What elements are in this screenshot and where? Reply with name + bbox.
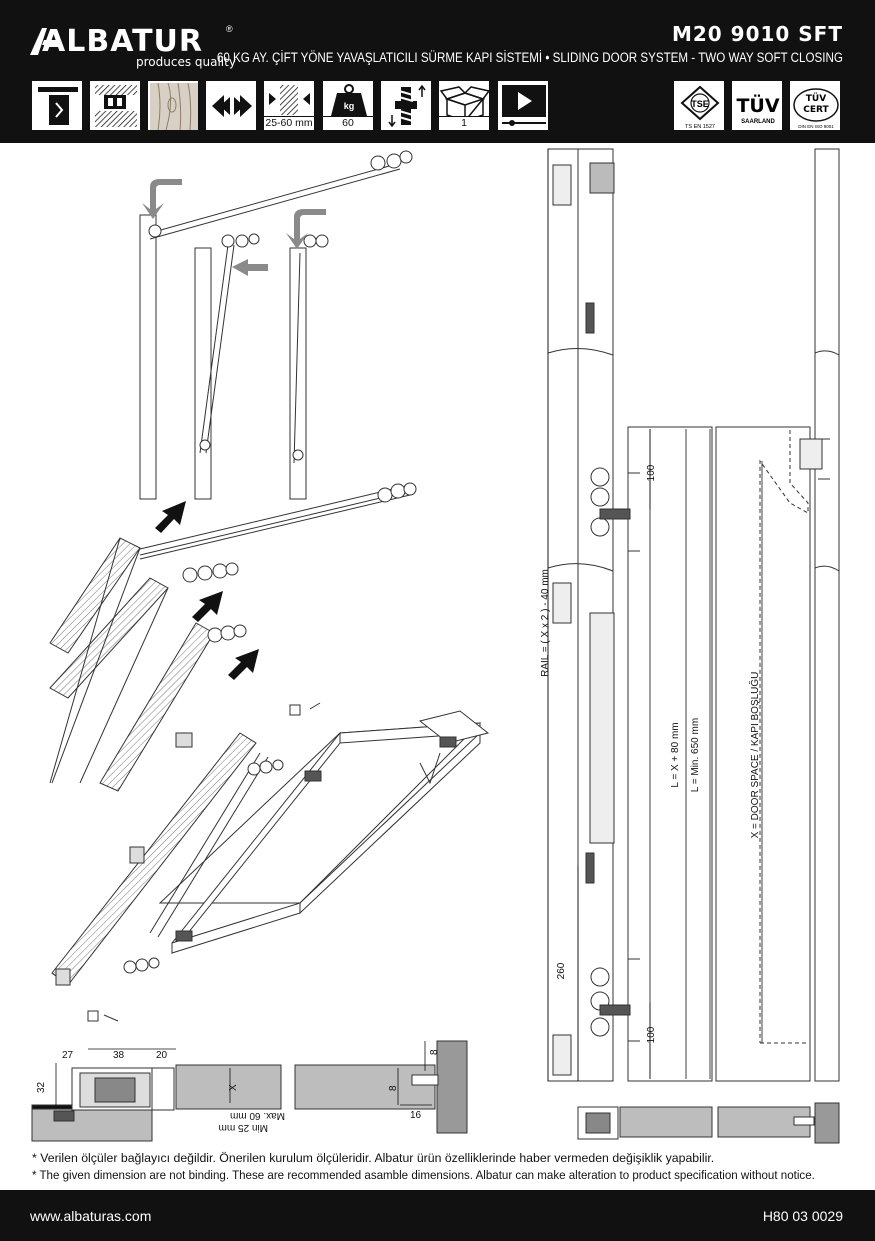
header-bar: ALBATUR ® produces quality M20 9010 SFT … — [0, 0, 875, 143]
wood-door-icon — [147, 80, 199, 131]
dim-32: 32 — [36, 1081, 47, 1093]
section-dimensions — [55, 1041, 432, 1108]
dim-max-60: Max. 60 mm — [230, 1110, 285, 1121]
tse-standard: TS EN 1527 — [685, 124, 715, 130]
dim-100-top: 100 — [646, 464, 657, 481]
door-thickness-icon: 25-60 mm — [263, 80, 315, 131]
dim-8-door: 8 — [388, 1085, 399, 1091]
package-count-label: 1 — [439, 116, 489, 130]
cross-section-detail — [31, 1040, 468, 1142]
note-english: * The given dimension are not binding. T… — [32, 1168, 815, 1182]
elevation-dimensions — [547, 149, 763, 1081]
screw-icon — [289, 702, 321, 716]
saarland-text: SAARLAND — [741, 119, 775, 125]
dim-100-bottom: 100 — [646, 1026, 657, 1043]
technical-drawing: 27 38 20 32 X 8 8 16 Max. 60 mm Min 25 m… — [0, 143, 875, 1148]
wall-section-detail — [577, 1102, 840, 1144]
screw-icon — [87, 1010, 119, 1022]
cert-text: CERT — [803, 105, 829, 115]
roller-carriage-icon — [182, 562, 239, 583]
dim-8-wall: 8 — [429, 1049, 440, 1055]
dim-260: 260 — [556, 962, 567, 979]
arrow-icon — [155, 501, 259, 680]
rail-profile-icon — [31, 80, 83, 131]
mounting-bracket-icon — [89, 80, 141, 131]
roller-carriage-icon — [221, 233, 260, 248]
brand-name: ALBATUR — [42, 24, 204, 59]
roller-carriage-icon — [303, 234, 329, 248]
brand-logo[interactable]: ALBATUR ® produces quality — [30, 24, 240, 74]
footer-bar: www.albaturas.com H80 03 0029 — [0, 1190, 875, 1241]
iso-text: DIN EN ISO 9001 — [798, 124, 834, 129]
weight-badge: kg — [344, 101, 355, 111]
weight-label: 60 — [323, 116, 373, 130]
note-turkish: * Verilen ölçüler bağlayıcı değildir. Ön… — [32, 1151, 715, 1165]
dim-38: 38 — [113, 1050, 125, 1061]
logo-mark-icon — [30, 28, 58, 55]
dim-20: 20 — [156, 1050, 168, 1061]
weight-icon: kg 60 — [322, 80, 374, 131]
tuv-saarland-icon: TÜV SAARLAND — [731, 80, 783, 131]
tuv-cert-text: TÜV — [806, 93, 826, 104]
roller-carriage-icon — [590, 967, 610, 1037]
tse-text: TSE — [691, 99, 709, 109]
assembly-step-2 — [49, 482, 417, 792]
product-model: M20 9010 SFT — [671, 22, 843, 46]
door-thickness-label: 25-60 mm — [264, 116, 314, 130]
dim-16: 16 — [410, 1110, 422, 1121]
adjustment-icon — [380, 80, 432, 131]
roller-carriage-icon — [247, 759, 284, 776]
roller-carriage-icon — [207, 624, 247, 643]
product-subtitle: 60 KG AY. ÇİFT YÖNE YAVAŞLATICILI SÜRME … — [217, 50, 843, 65]
dim-min-25: Min 25 mm — [219, 1122, 268, 1133]
document-code: H80 03 0029 — [762, 1208, 843, 1224]
arrow-icon — [142, 179, 326, 276]
assembly-step-1 — [139, 150, 413, 500]
disclaimer-notes: * Verilen ölçüler bağlayıcı değildir. Ön… — [32, 1150, 862, 1184]
two-way-arrows-icon — [205, 80, 257, 131]
tse-cert-icon: TSE TS EN 1527 — [673, 80, 725, 131]
tuv-text: TÜV — [736, 93, 779, 117]
dim-l-formula: L = X + 80 mm — [670, 722, 681, 787]
roller-carriage-icon — [123, 957, 160, 974]
assembly-step-3 — [51, 702, 490, 1022]
package-icon: 1 — [438, 80, 491, 131]
roller-carriage-icon — [590, 467, 610, 537]
video-play-icon[interactable] — [497, 80, 549, 131]
dim-l-min: L = Min. 650 mm — [690, 718, 701, 792]
dim-x: X — [228, 1084, 239, 1091]
elevation-drawing — [547, 148, 840, 1082]
dim-door-space: X = DOOR SPACE / KAPI BOŞLUĞU — [748, 672, 761, 839]
dim-rail: RAIL = ( X x 2 ) - 40 mm — [540, 569, 551, 677]
roller-carriage-icon — [370, 150, 413, 171]
website-link[interactable]: www.albaturas.com — [30, 1208, 152, 1224]
dim-27: 27 — [62, 1050, 74, 1061]
registered-mark: ® — [226, 24, 233, 34]
roller-carriage-icon — [377, 482, 417, 503]
brand-tagline: produces quality — [136, 55, 236, 69]
